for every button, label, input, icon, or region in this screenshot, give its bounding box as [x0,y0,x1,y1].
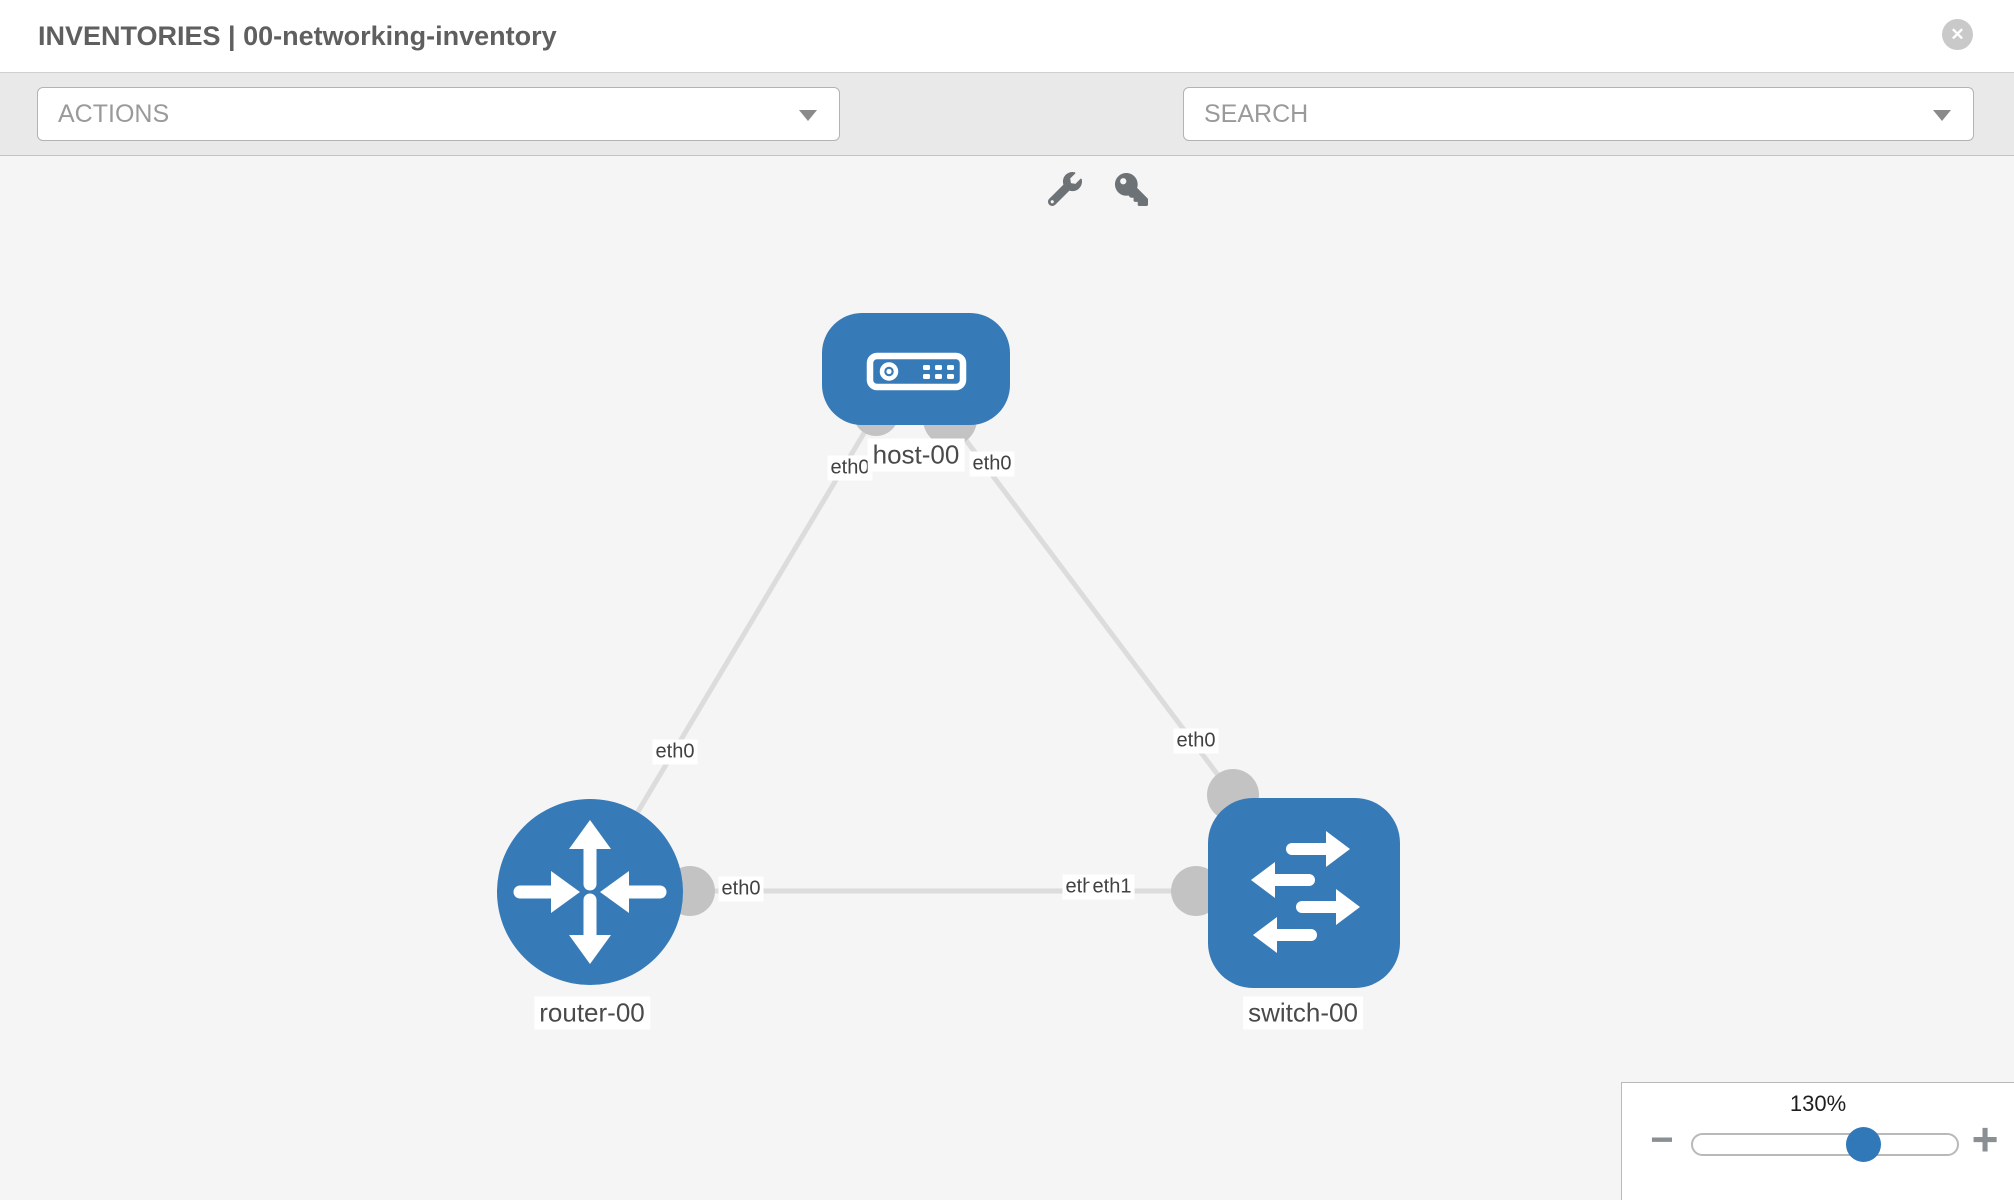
page-title: INVENTORIES | 00-networking-inventory [38,21,557,51]
close-icon: ✕ [1950,25,1965,44]
search-dropdown[interactable]: SEARCH [1183,87,1974,141]
node-switch-00[interactable] [1208,798,1400,988]
node-label-switch: switch-00 [1243,996,1363,1030]
node-host-00[interactable] [822,313,1010,425]
topology-canvas[interactable] [0,156,2014,1200]
node-label-router: router-00 [534,996,650,1030]
eth-label: eth0 [652,739,698,765]
zoom-slider-track[interactable] [1691,1133,1959,1156]
zoom-slider-knob[interactable] [1846,1127,1881,1162]
toolbar: ACTIONS SEARCH [0,73,2014,206]
host-icon [866,352,967,391]
caret-down-icon [1933,110,1951,121]
actions-dropdown[interactable]: ACTIONS [37,87,840,141]
eth-label: eth1 [1089,874,1135,900]
header: INVENTORIES | 00-networking-inventory ✕ [0,0,2014,73]
router-icon [513,820,667,964]
zoom-out-button[interactable]: − [1650,1118,1674,1162]
node-label-host: host-00 [867,438,965,472]
caret-down-icon [799,110,817,121]
links [587,411,1300,894]
wrench-icon[interactable] [1048,172,1082,206]
switch-icon [1251,831,1360,953]
eth-label: eth0 [718,876,764,902]
zoom-in-button[interactable]: + [1971,1113,1999,1165]
key-icon[interactable] [1115,173,1148,206]
node-router-00[interactable] [497,799,683,985]
eth-label: eth0 [1173,728,1219,754]
zoom-level-value: 130% [1789,1091,1847,1116]
zoom-panel: 130% − + [1621,1082,2014,1200]
close-button[interactable]: ✕ [1942,19,1973,50]
search-dropdown-label: SEARCH [1204,100,1309,128]
actions-dropdown-label: ACTIONS [58,100,170,128]
eth-label: eth0 [969,451,1015,477]
eth-label: eth0 [827,455,873,481]
